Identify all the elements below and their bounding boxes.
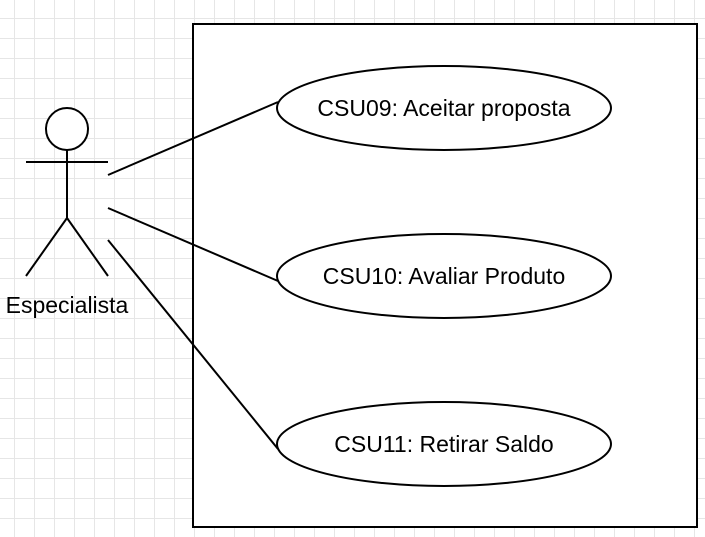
use-case-csu10[interactable]: CSU10: Avaliar Produto bbox=[276, 233, 612, 319]
stick-figure-icon[interactable] bbox=[25, 107, 109, 277]
use-case-csu09[interactable]: CSU09: Aceitar proposta bbox=[276, 65, 612, 151]
actor-head bbox=[45, 107, 89, 151]
use-case-ellipse bbox=[276, 65, 612, 151]
association-line-csu10[interactable] bbox=[107, 207, 279, 282]
association-line-csu11[interactable] bbox=[107, 239, 279, 450]
actor-label: Especialista bbox=[6, 292, 129, 318]
use-case-label: CSU11: Retirar Saldo bbox=[334, 431, 553, 457]
actor-left-leg bbox=[25, 217, 68, 277]
use-case-ellipse bbox=[276, 401, 612, 487]
use-case-label: CSU09: Aceitar proposta bbox=[317, 95, 570, 121]
use-case-label: CSU10: Avaliar Produto bbox=[323, 263, 566, 289]
association-line-csu09[interactable] bbox=[107, 101, 279, 176]
use-case-csu11[interactable]: CSU11: Retirar Saldo bbox=[276, 401, 612, 487]
actor-right-leg bbox=[66, 217, 109, 277]
use-case-ellipse bbox=[276, 233, 612, 319]
